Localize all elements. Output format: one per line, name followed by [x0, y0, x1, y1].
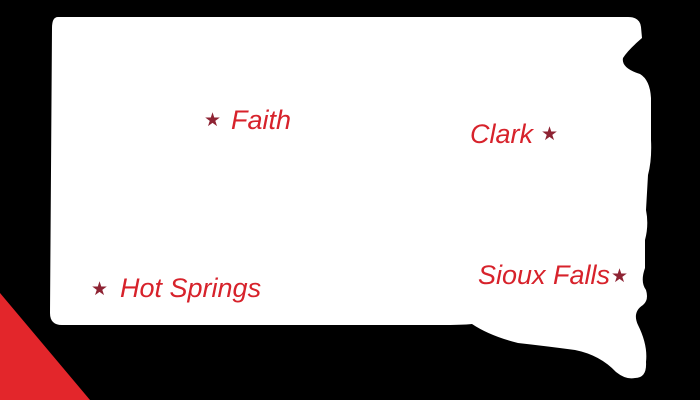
star-icon: ★ — [541, 123, 558, 145]
corner-accent — [0, 293, 90, 400]
star-icon: ★ — [204, 109, 221, 131]
star-icon: ★ — [91, 278, 108, 300]
city-label-sioux-falls: Sioux Falls — [478, 260, 610, 290]
city-label-faith: Faith — [231, 105, 291, 135]
city-label-hot-springs: Hot Springs — [120, 273, 261, 303]
star-icon: ★ — [611, 265, 628, 287]
state-shape — [50, 17, 652, 379]
city-label-clark: Clark — [470, 119, 535, 149]
